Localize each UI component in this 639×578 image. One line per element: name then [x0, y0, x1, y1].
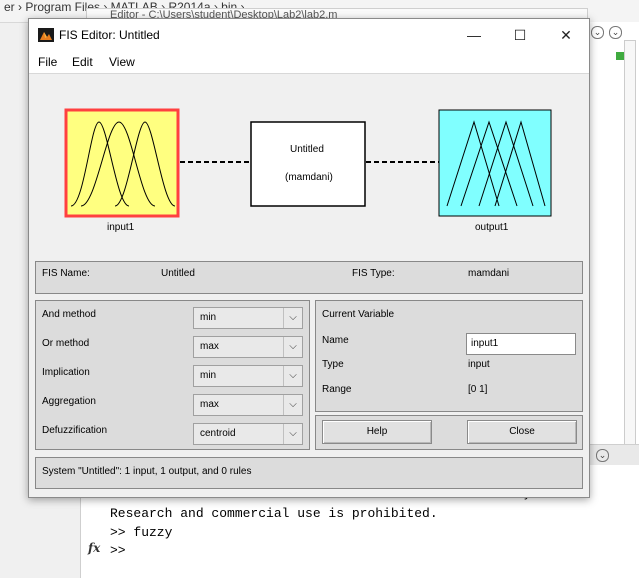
- input-variable-label: input1: [107, 222, 135, 233]
- fis-type-label: FIS Type:: [352, 268, 395, 279]
- menu-view[interactable]: View: [109, 55, 135, 69]
- or-method-label: Or method: [42, 338, 90, 349]
- current-variable-header: Current Variable: [322, 309, 395, 320]
- close-window-button[interactable]: ✕: [560, 27, 572, 43]
- title-bar[interactable]: FIS Editor: Untitled — ☐ ✕: [29, 19, 589, 51]
- status-bar: System "Untitled": 1 input, 1 output, an…: [35, 457, 583, 489]
- minimize-button[interactable]: —: [467, 27, 481, 43]
- matlab-icon: [38, 28, 54, 42]
- variable-type-label: Type: [322, 359, 344, 370]
- circle-chevron-down-icon[interactable]: ⌄: [591, 26, 604, 39]
- output-variable-label: output1: [475, 222, 509, 233]
- aggregation-label: Aggregation: [42, 396, 96, 407]
- variable-range-value: [0 1]: [468, 384, 488, 395]
- and-method-select[interactable]: min ⌵: [193, 307, 303, 329]
- fx-function-icon[interactable]: fx: [88, 541, 101, 555]
- buttons-panel: Help Close: [315, 415, 583, 450]
- output-variable-block[interactable]: [438, 109, 552, 217]
- fis-type-value: mamdani: [468, 268, 510, 279]
- defuzzification-label: Defuzzification: [42, 425, 108, 436]
- chevron-down-icon: ⌵: [283, 366, 302, 386]
- fis-diagram: input1 output1 Untitled (mamdani): [29, 73, 589, 260]
- menu-bar: File Edit View: [29, 51, 589, 73]
- methods-panel: And method min ⌵ Or method max ⌵ Implica…: [35, 300, 310, 450]
- and-method-label: And method: [42, 309, 96, 320]
- chevron-down-icon: ⌵: [283, 337, 302, 357]
- variable-type-value: input: [468, 359, 490, 370]
- maximize-button[interactable]: ☐: [513, 27, 527, 43]
- menu-file[interactable]: File: [38, 55, 58, 69]
- fis-system-block[interactable]: [250, 121, 366, 207]
- fis-name-label: FIS Name:: [42, 268, 90, 279]
- command-output-line: Research and commercial use is prohibite…: [110, 506, 438, 521]
- implication-label: Implication: [42, 367, 90, 378]
- variable-range-label: Range: [322, 384, 352, 395]
- status-text: System "Untitled": 1 input, 1 output, an…: [42, 466, 252, 477]
- variable-name-label: Name: [322, 335, 349, 346]
- input-variable-block[interactable]: [64, 108, 180, 218]
- or-method-select[interactable]: max ⌵: [193, 336, 303, 358]
- menu-edit[interactable]: Edit: [72, 55, 93, 69]
- implication-select[interactable]: min ⌵: [193, 365, 303, 387]
- defuzzification-select[interactable]: centroid ⌵: [193, 423, 303, 445]
- help-button[interactable]: Help: [322, 420, 432, 444]
- system-name-label: Untitled: [290, 144, 324, 155]
- variable-name-field[interactable]: input1: [466, 333, 576, 355]
- fis-info-panel: FIS Name: Untitled FIS Type: mamdani: [35, 261, 583, 294]
- window-title: FIS Editor: Untitled: [59, 28, 160, 42]
- circle-chevron-down-icon[interactable]: ⌄: [609, 26, 622, 39]
- system-type-label: (mamdani): [285, 172, 333, 183]
- current-variable-panel: Current Variable Name input1 Type input …: [315, 300, 583, 412]
- command-prompt[interactable]: >>: [110, 543, 126, 558]
- code-status-indicator: [616, 52, 624, 60]
- fis-name-value: Untitled: [161, 268, 195, 279]
- aggregation-select[interactable]: max ⌵: [193, 394, 303, 416]
- chevron-down-icon: ⌵: [283, 395, 302, 415]
- command-window-header: ⌄: [588, 444, 639, 465]
- chevron-down-icon: ⌵: [283, 308, 302, 328]
- close-button[interactable]: Close: [467, 420, 577, 444]
- fis-diagram-canvas: [64, 108, 552, 218]
- fis-editor-window: FIS Editor: Untitled — ☐ ✕ File Edit Vie…: [28, 18, 590, 498]
- circle-chevron-down-icon[interactable]: ⌄: [596, 449, 609, 462]
- chevron-down-icon: ⌵: [283, 424, 302, 444]
- editor-scrollbar[interactable]: [624, 40, 636, 452]
- command-history-line: >> fuzzy: [110, 525, 173, 540]
